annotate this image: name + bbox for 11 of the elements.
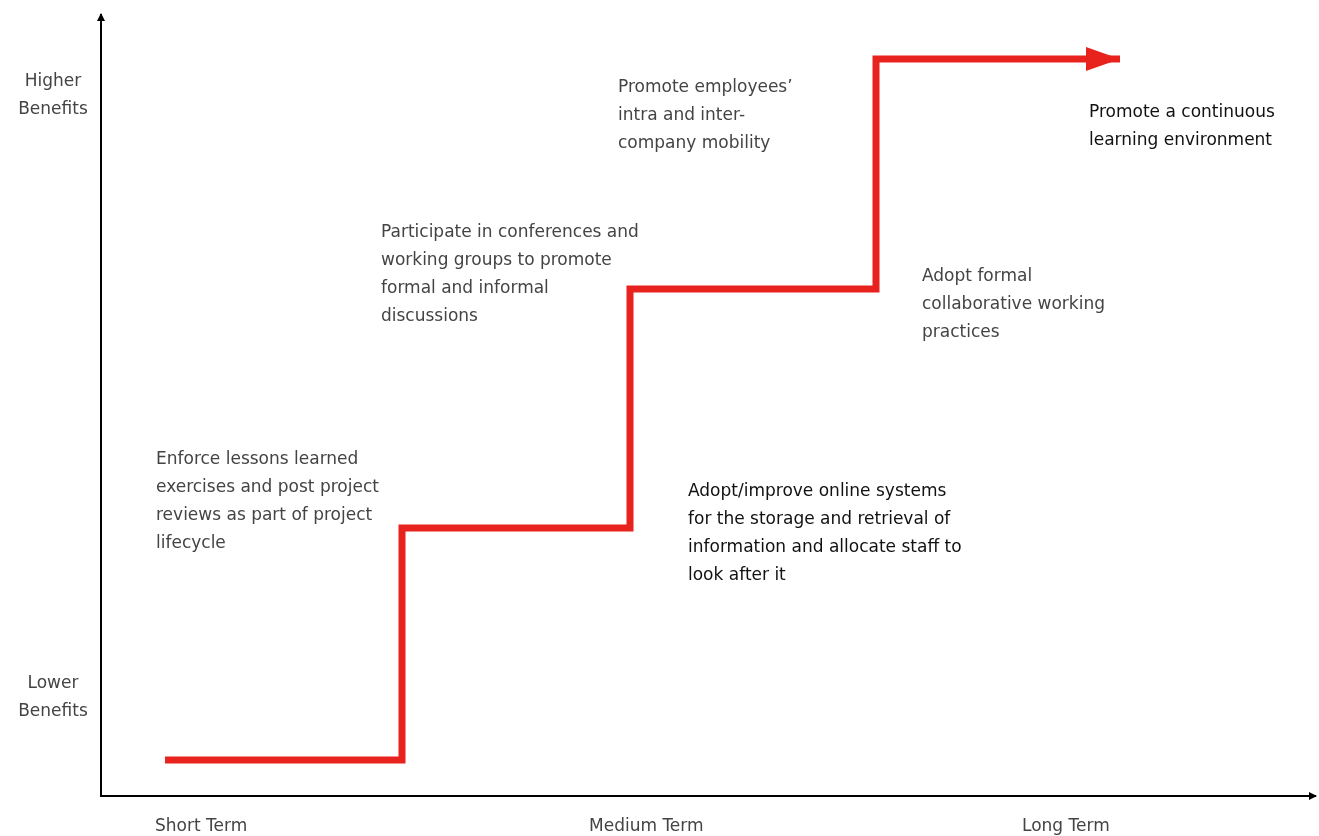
axis-label: Short Term bbox=[155, 814, 249, 836]
annotation-text: Participate in conferences and working groups to promote formal and informal discussions bbox=[381, 220, 640, 327]
annotation-text: Adopt/improve online systems for the storage and retrieval of information and allocate staff to look after it bbox=[688, 479, 963, 586]
axis-label: Lower Benefits bbox=[17, 671, 89, 722]
annotation-text: Enforce lessons learned exercises and post project reviews as part of project lifecycle bbox=[156, 447, 380, 554]
axis-label: Long Term bbox=[1022, 814, 1111, 836]
annotation-text: Promote a continuous learning environment bbox=[1089, 100, 1276, 151]
axis-label: Higher Benefits bbox=[17, 69, 89, 120]
annotation-text: Promote employees’ intra and inter-company mobility bbox=[618, 75, 794, 154]
axis-label: Medium Term bbox=[589, 814, 705, 836]
annotation-text: Adopt formal collaborative working practices bbox=[922, 264, 1106, 343]
